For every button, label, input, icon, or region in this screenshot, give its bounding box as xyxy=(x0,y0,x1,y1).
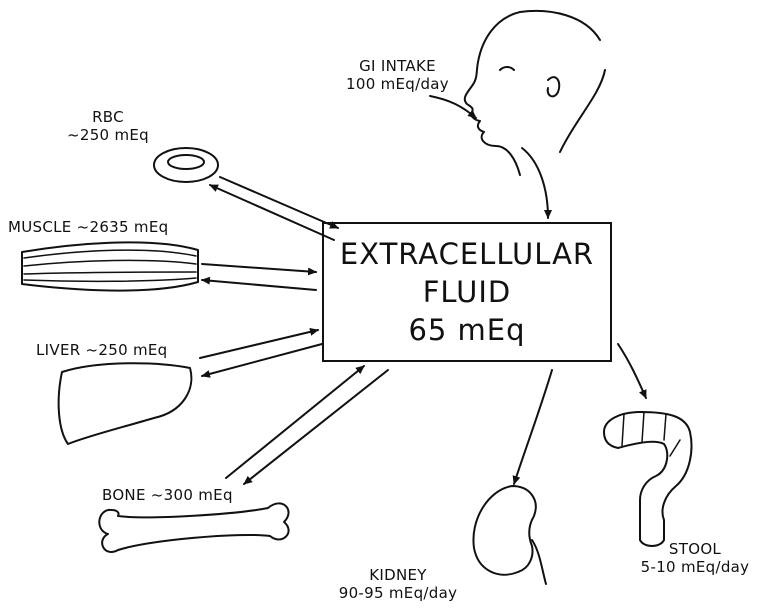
ecf-title-line2: FLUID xyxy=(423,273,512,311)
rbc-label: RBC ~250 mEq xyxy=(58,108,158,144)
child-eye xyxy=(500,67,514,70)
arrow-ecf-to-liver xyxy=(202,344,322,376)
ecf-amount: 65 mEq xyxy=(408,311,525,349)
colon-haustra xyxy=(622,412,680,456)
arrow-ecf-to-kidney xyxy=(514,370,552,484)
arrow-rbc-to-ecf xyxy=(220,177,338,228)
gi-intake-name: GI INTAKE xyxy=(340,57,455,75)
liver-illustration xyxy=(59,363,192,444)
bone-label: BONE ~300 mEq xyxy=(102,486,233,504)
rbc-name: RBC xyxy=(58,108,158,126)
arrow-gi-to-mouth xyxy=(430,96,476,118)
ureter xyxy=(532,540,546,584)
child-ear xyxy=(548,77,560,96)
stool-label: STOOL 5-10 mEq/day xyxy=(630,540,760,576)
extracellular-fluid-box: EXTRACELLULAR FLUID 65 mEq xyxy=(322,222,612,362)
colon-illustration xyxy=(604,412,691,546)
arrow-gi-to-ecf xyxy=(522,148,548,218)
muscle-label: MUSCLE ~2635 mEq xyxy=(8,218,168,236)
arrow-ecf-to-rbc xyxy=(210,185,334,240)
bone-illustration xyxy=(99,503,288,552)
muscle-illustration xyxy=(22,242,198,290)
child-head-illustration xyxy=(465,11,605,175)
liver-label: LIVER ~250 mEq xyxy=(36,341,168,359)
kidney-illustration xyxy=(473,486,535,575)
arrow-muscle-to-ecf xyxy=(202,264,316,272)
arrow-ecf-to-muscle xyxy=(202,280,316,290)
stool-name: STOOL xyxy=(630,540,760,558)
gi-intake-label: GI INTAKE 100 mEq/day xyxy=(340,57,455,93)
arrow-bone-to-ecf xyxy=(226,366,364,478)
kidney-amount: 90-95 mEq/day xyxy=(318,584,478,602)
rbc-amount: ~250 mEq xyxy=(58,126,158,144)
rbc-inner-ring xyxy=(168,155,204,169)
kidney-label: KIDNEY 90-95 mEq/day xyxy=(318,566,478,602)
muscle-fibers xyxy=(24,250,196,281)
rbc-illustration xyxy=(154,148,218,182)
gi-intake-amount: 100 mEq/day xyxy=(340,75,455,93)
ecf-title-line1: EXTRACELLULAR xyxy=(340,235,594,273)
kidney-name: KIDNEY xyxy=(318,566,478,584)
stool-amount: 5-10 mEq/day xyxy=(630,558,760,576)
arrow-liver-to-ecf xyxy=(200,330,318,358)
arrow-ecf-to-bone xyxy=(244,370,388,484)
arrow-ecf-to-stool xyxy=(618,344,646,398)
